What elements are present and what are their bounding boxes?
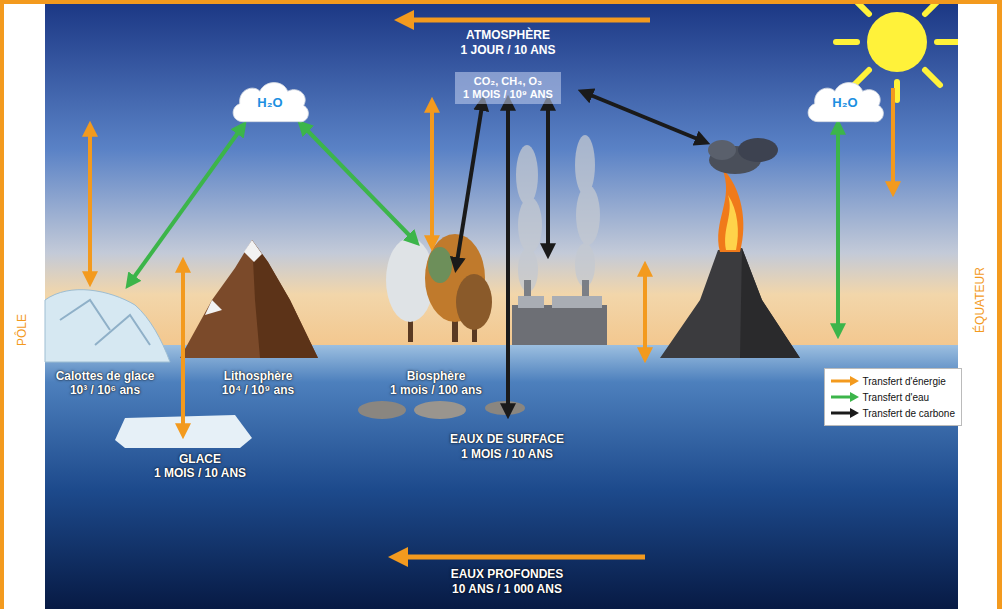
swatch-head [850, 376, 859, 386]
label-text: PÔLE [15, 314, 29, 346]
label-text: ÉQUATEUR [973, 267, 987, 333]
cloud-path [233, 83, 308, 122]
text-stack: H₂O [832, 95, 857, 110]
node-text: CO₂, CH₄, O₃ [463, 75, 553, 88]
legend-row: Transfert de carbone [831, 405, 955, 421]
legend-text: Transfert d'énergie [863, 376, 946, 387]
label-text: 1 MOIS / 10 ANS [154, 466, 246, 480]
label-text: Biosphère [407, 369, 466, 383]
label-text: Lithosphère [224, 369, 293, 383]
label-text: 1 JOUR / 10 ANS [461, 43, 556, 57]
label-text: 10 ANS / 1 000 ANS [452, 582, 562, 596]
label-text: 1 mois / 100 ans [390, 383, 482, 397]
cloud-shape: H₂O [803, 77, 887, 127]
legend-box: Transfert d'énergieTransfert d'eauTransf… [824, 368, 962, 426]
legend-text: Transfert de carbone [863, 408, 955, 419]
text-stack: CO₂, CH₄, O₃1 MOIS / 10⁹ ANS [463, 75, 553, 101]
swatch-head [850, 408, 859, 418]
text-stack: H₂O [257, 95, 282, 110]
legend-swatch [831, 376, 859, 386]
gas-box: CO₂, CH₄, O₃1 MOIS / 10⁹ ANS [455, 72, 561, 104]
legend-swatch [831, 392, 859, 402]
legend-row: Transfert d'eau [831, 389, 955, 405]
node-text: 1 MOIS / 10⁹ ANS [463, 88, 553, 101]
label-text: EAUX PROFONDES [451, 567, 564, 581]
swatch-line [831, 412, 851, 415]
label-text: ATMOSPHÈRE [466, 28, 550, 42]
legend-row: Transfert d'énergie [831, 373, 955, 389]
label-text: EAUX DE SURFACE [450, 432, 564, 446]
label-text: 10⁴ / 10⁹ ans [222, 383, 294, 397]
swatch-line [831, 380, 851, 383]
label-text: Calottes de glace [56, 369, 155, 383]
label-text: GLACE [179, 452, 221, 466]
legend-swatch [831, 408, 859, 418]
label-text: 1 MOIS / 10 ANS [461, 447, 553, 461]
cloud-shape: H₂O [228, 77, 312, 127]
cloud-path [808, 83, 883, 122]
legend-text: Transfert d'eau [863, 392, 930, 403]
node-text: H₂O [832, 95, 857, 110]
swatch-head [850, 392, 859, 402]
label-text: 10³ / 10⁶ ans [70, 383, 140, 397]
node-text: H₂O [257, 95, 282, 110]
swatch-line [831, 396, 851, 399]
